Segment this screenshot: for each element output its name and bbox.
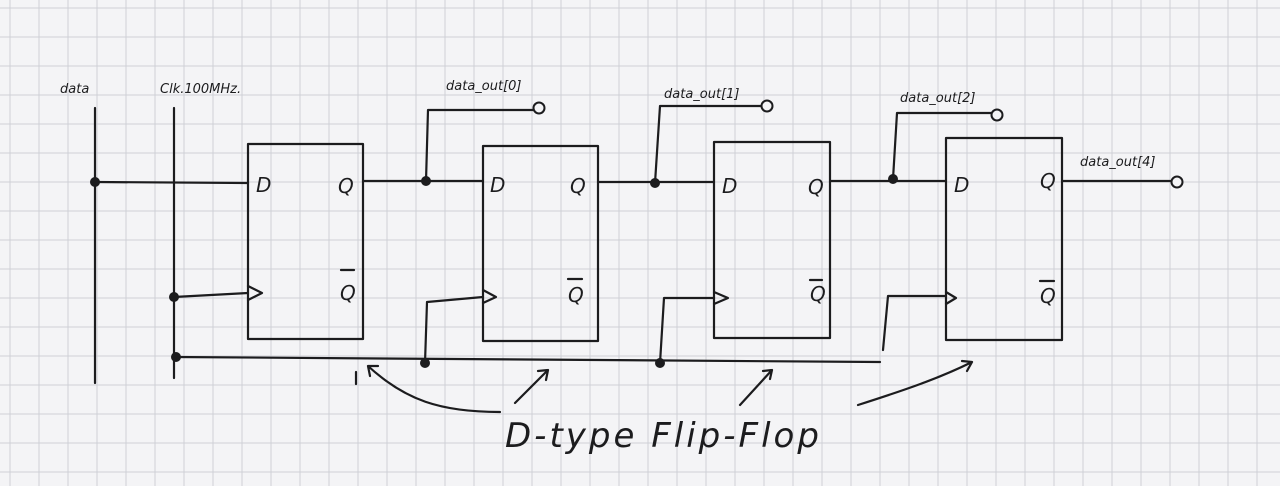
clock-bus — [172, 355, 882, 364]
flip-flop-1-pin-q: Q — [338, 174, 354, 198]
flip-flop-3-pin-qbar: Q — [810, 282, 826, 306]
output-2-terminal — [990, 108, 1004, 122]
flip-flop-4-body — [944, 136, 1064, 342]
output-1-terminal — [760, 99, 774, 113]
flip-flop-1-clock-triangle — [246, 284, 264, 302]
clock-to-ff4-wire — [881, 294, 948, 352]
flip-flop-3-body — [712, 140, 832, 340]
output-0-terminal — [532, 101, 546, 115]
flip-flop-2-body — [481, 144, 600, 343]
flip-flop-1-body — [246, 142, 365, 341]
clock-to-ff2-wire — [423, 295, 485, 365]
flip-flop-2-pin-q: Q — [570, 174, 586, 198]
pointer-arrow-3 — [738, 368, 774, 407]
flip-flop-1-pin-qbar: Q — [340, 281, 356, 305]
flip-flop-2-clock-triangle — [481, 288, 498, 305]
flip-flop-4: D Q Q — [944, 136, 1064, 342]
flip-flop-3-clock-triangle — [712, 290, 730, 306]
output-4-terminal — [1170, 175, 1184, 189]
caption-label: D-type Flip-Flop — [505, 416, 822, 456]
flip-flop-4-pin-d: D — [954, 173, 969, 197]
flip-flop-4-pin-qbar: Q — [1040, 284, 1056, 308]
flip-flop-3-pin-d: D — [722, 174, 737, 198]
clock-to-ff3-wire — [658, 296, 716, 365]
tap-1-wire — [653, 104, 764, 185]
tap-0-wire — [424, 108, 536, 183]
output-2-label: data_out[2] — [900, 91, 976, 106]
pointer-arrow-2 — [513, 368, 550, 405]
flip-flop-3: D Q Q — [712, 140, 832, 340]
flip-flop-4-pin-q: Q — [1040, 169, 1056, 193]
clock-to-ff1-wire — [172, 291, 250, 299]
flip-flop-2-pin-qbar: Q — [568, 283, 584, 307]
flip-flop-1-pin-d: D — [256, 173, 271, 197]
clock-input-label: Clk.100MHz. — [160, 82, 241, 97]
output-1-label: data_out[1] — [664, 87, 740, 102]
pointer-arrow-4 — [856, 359, 974, 407]
flip-flop-1: D Q Q — [246, 142, 365, 341]
pointer-arrow-1 — [366, 364, 502, 414]
flip-flop-2: D Q Q — [481, 144, 600, 343]
output-0-label: data_out[0] — [446, 79, 522, 94]
flip-flop-4-clock-triangle — [944, 290, 958, 306]
data-input-label: data — [60, 82, 89, 97]
tap-2-wire — [891, 111, 993, 181]
output-4-label: data_out[4] — [1080, 155, 1156, 170]
data-junction-dot — [90, 177, 100, 187]
flip-flop-2-pin-d: D — [490, 173, 505, 197]
data-to-ff1-wire — [93, 180, 250, 185]
flip-flop-3-pin-q: Q — [808, 175, 824, 199]
